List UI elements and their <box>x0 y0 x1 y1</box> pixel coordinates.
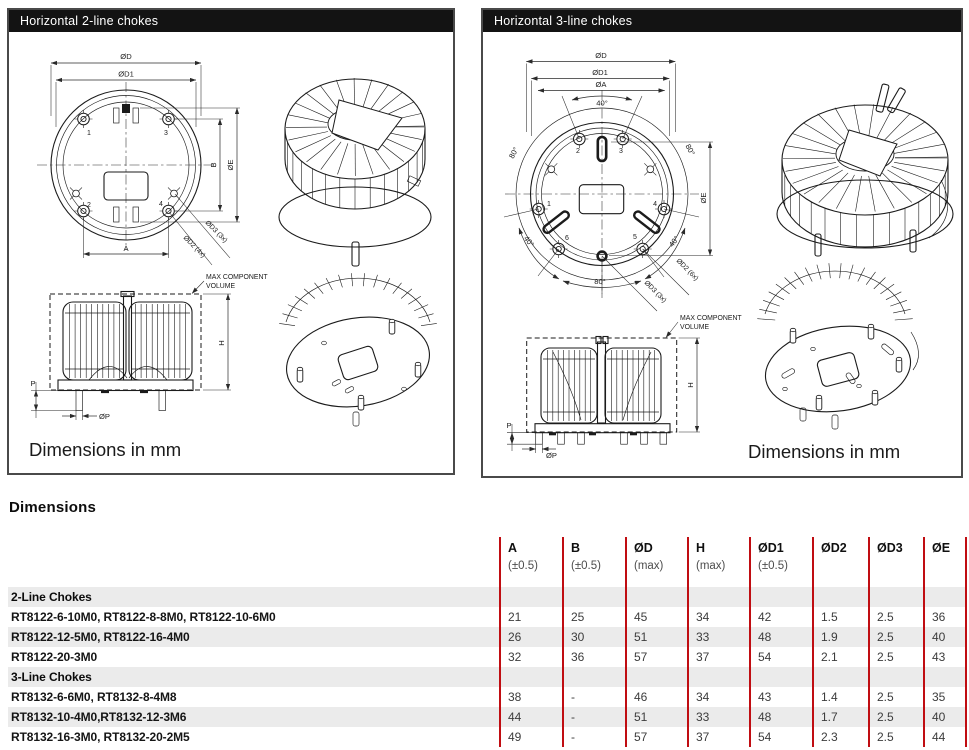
pin-label: 2 <box>87 202 91 209</box>
panel-three-line-header: Horizontal 3-line chokes <box>483 10 961 32</box>
dim-label-d: ØD <box>120 52 132 61</box>
panel-two-line-header: Horizontal 2-line chokes <box>9 10 453 32</box>
dim-label-pp: ØP <box>546 451 557 460</box>
dim-label-a: A <box>123 244 129 253</box>
three-line-drawing: 2 3 1 4 6 5 ØD ØD1 ØA 40° 80° 80° <box>503 51 954 462</box>
column-header-e: ØE <box>923 537 967 587</box>
dim-label-d2: ØD2 (4x) <box>182 235 207 260</box>
table-row: RT8132-16-3M0, RT8132-20-2M5 49 - 57 37 … <box>8 727 967 747</box>
column-header-d1: ØD1(±0.5) <box>749 537 813 587</box>
angle-label-80-right: 80° <box>684 143 697 157</box>
table-header-row: A(±0.5) B(±0.5) ØD(max) H(max) ØD1(±0.5)… <box>8 537 967 587</box>
pin-label: 2 <box>576 148 580 155</box>
group-row-2-line: 2-Line Chokes <box>8 587 967 607</box>
column-header-part <box>8 537 500 587</box>
panel-three-line-chokes: Horizontal 3-line chokes 2 3 1 4 6 5 <box>481 8 963 478</box>
dimensions-heading: Dimensions <box>9 499 97 516</box>
max-volume-label: VOLUME <box>680 324 710 331</box>
pin-label: 4 <box>653 201 657 208</box>
angle-label-40-top: 40° <box>596 99 607 108</box>
group-row-3-line: 3-Line Chokes <box>8 667 967 687</box>
dim-label-d1: ØD1 <box>118 70 134 79</box>
angle-label-80-bottom: 80° <box>594 277 605 286</box>
dim-label-d: ØD <box>595 51 607 60</box>
pin-label: 1 <box>547 201 551 208</box>
column-header-h: H(max) <box>687 537 750 587</box>
pin-label: 1 <box>87 130 91 137</box>
two-line-side-view: H MAX COMPONENT VOLUME P ØP <box>30 274 268 421</box>
column-header-d2: ØD2 <box>812 537 869 587</box>
dim-label-b: B <box>209 162 218 167</box>
three-line-iso-bottom <box>757 263 919 430</box>
max-volume-label: MAX COMPONENT <box>680 315 742 322</box>
three-line-iso-top <box>776 83 954 257</box>
dim-label-d2: ØD2 (6x) <box>675 258 700 283</box>
panel-two-line-title: Horizontal 2-line chokes <box>20 14 159 28</box>
two-line-iso-bottom <box>279 273 437 427</box>
max-volume-label: VOLUME <box>206 283 236 290</box>
table-row: RT8122-12-5M0, RT8122-16-4M0 26 30 51 33… <box>8 627 967 647</box>
column-header-d3: ØD3 <box>868 537 924 587</box>
dimensions-note: Dimensions in mm <box>29 439 181 460</box>
two-line-drawing: 1 3 2 4 ØD ØD1 B ØE <box>29 52 437 460</box>
dim-label-h: H <box>217 340 226 345</box>
dim-label-p: P <box>506 421 511 430</box>
panel-three-line-title: Horizontal 3-line chokes <box>494 14 633 28</box>
table-row: RT8122-20-3M0 32 36 57 37 54 2.1 2.5 43 <box>8 647 967 667</box>
panel-two-line-chokes: Horizontal 2-line chokes 1 3 2 4 <box>7 8 455 475</box>
dim-label-e: ØE <box>226 160 235 171</box>
pin-label: 5 <box>633 234 637 241</box>
max-volume-label: MAX COMPONENT <box>206 274 268 281</box>
dim-label-pp: ØP <box>99 412 110 421</box>
table-row: RT8122-6-10M0, RT8122-8-8M0, RT8122-10-6… <box>8 607 967 627</box>
column-header-d: ØD(max) <box>625 537 688 587</box>
dimensions-note: Dimensions in mm <box>748 441 900 462</box>
dim-label-h: H <box>686 382 695 387</box>
dimensions-table: A(±0.5) B(±0.5) ØD(max) H(max) ØD1(±0.5)… <box>8 537 967 747</box>
pin-label: 3 <box>619 148 623 155</box>
pin-label: 6 <box>565 235 569 242</box>
dim-label-d1: ØD1 <box>592 68 608 77</box>
table-row: RT8132-10-4M0,RT8132-12-3M6 44 - 51 33 4… <box>8 707 967 727</box>
table-row: RT8132-6-6M0, RT8132-8-4M8 38 - 46 34 43… <box>8 687 967 707</box>
column-header-b: B(±0.5) <box>562 537 626 587</box>
two-line-iso-top <box>278 77 432 267</box>
three-line-side-view: H MAX COMPONENT VOLUME P ØP <box>506 315 742 460</box>
angle-label-40-br: 40° <box>667 234 681 249</box>
angle-label-80-left: 80° <box>507 146 520 160</box>
dim-label-e: ØE <box>699 193 708 204</box>
dim-label-a: ØA <box>596 80 608 89</box>
column-header-a: A(±0.5) <box>499 537 563 587</box>
pin-label: 4 <box>159 201 163 208</box>
three-line-top-view: 2 3 1 4 6 5 ØD ØD1 ØA 40° 80° 80° <box>503 51 713 312</box>
dim-label-p: P <box>30 379 35 388</box>
pin-label: 3 <box>164 130 168 137</box>
two-line-top-view: 1 3 2 4 ØD ØD1 B ØE <box>37 52 240 266</box>
